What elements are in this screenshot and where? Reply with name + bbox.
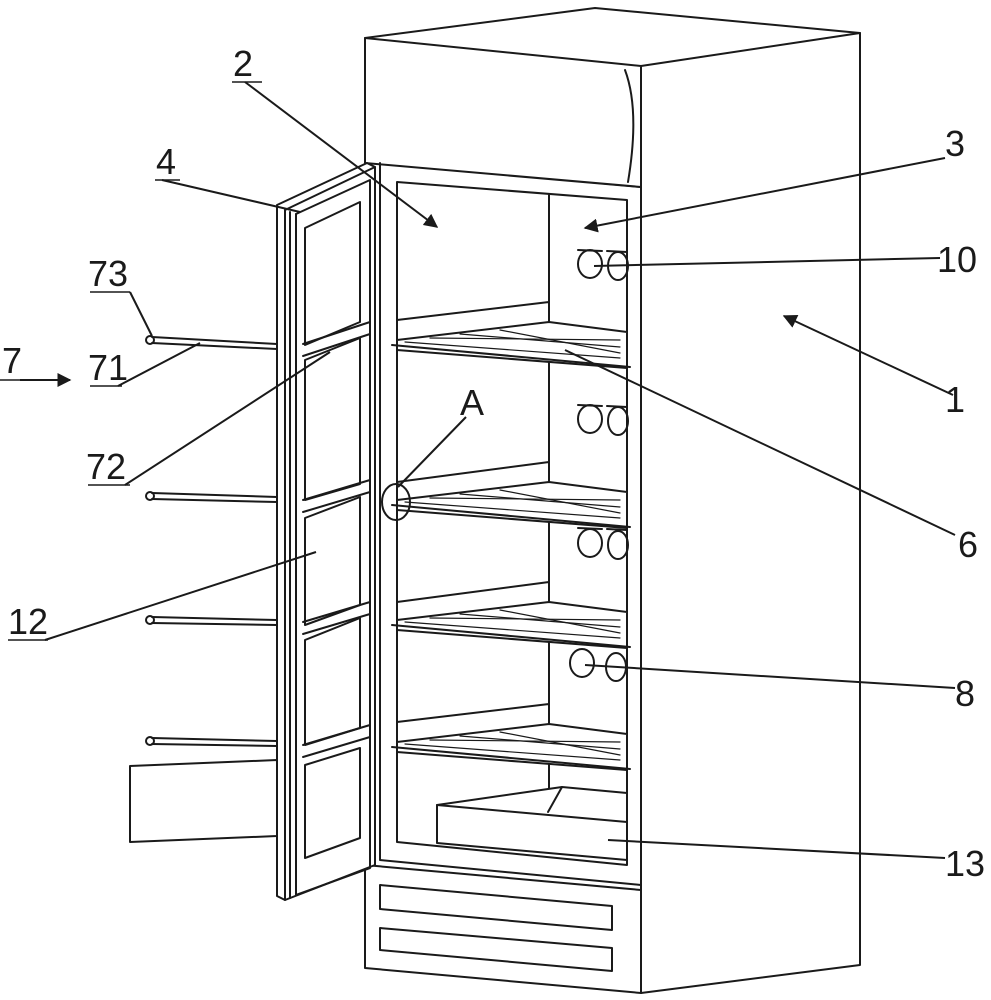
shelf-1: [391, 301, 631, 369]
leader-8: [584, 664, 956, 689]
leader-6: [564, 349, 956, 536]
shelves: [391, 301, 631, 771]
top-header-box: [364, 37, 642, 188]
door: [276, 162, 376, 901]
leader-71: [117, 342, 201, 387]
label-underlines: [0, 81, 262, 641]
leader-a: [397, 416, 467, 488]
fans: [569, 249, 629, 682]
label-10: 10: [937, 239, 977, 280]
label-a: A: [460, 382, 484, 423]
leader-2: [244, 81, 439, 228]
hanger-rods: [145, 335, 278, 747]
rod-4: [145, 736, 278, 747]
leader-73: [129, 291, 153, 337]
leader-13: [607, 839, 946, 859]
shelf-3: [391, 581, 631, 649]
shelf-2: [391, 461, 631, 529]
label-4: 4: [156, 141, 176, 182]
labels: 1 2 3 4 6 7 8 10 12 13 71 72 73 A: [2, 43, 985, 884]
leader-72: [124, 351, 331, 486]
detail-circle-a: [381, 483, 411, 521]
shelf-4: [391, 703, 631, 771]
label-1: 1: [945, 379, 965, 420]
label-13: 13: [945, 843, 985, 884]
label-2: 2: [233, 43, 253, 84]
bottom-tray: [436, 786, 628, 861]
fan-row-2: [577, 404, 629, 436]
rod-2: [145, 491, 278, 503]
label-71: 71: [88, 347, 128, 388]
leader-4: [161, 179, 301, 213]
rod-3: [145, 615, 278, 626]
leader-lines: [20, 81, 956, 859]
leader-10: [593, 257, 941, 267]
label-6: 6: [958, 524, 978, 565]
leader-12: [44, 551, 317, 641]
base-drawers: [364, 864, 642, 994]
label-73: 73: [88, 253, 128, 294]
label-3: 3: [945, 123, 965, 164]
leader-3: [583, 157, 946, 233]
label-8: 8: [955, 673, 975, 714]
fan-row-3: [577, 527, 629, 560]
bottom-hook-panel: [129, 759, 278, 843]
label-72: 72: [86, 446, 126, 487]
leader-1: [782, 314, 954, 396]
rod-1: [145, 335, 278, 350]
label-7: 7: [2, 340, 22, 381]
label-12: 12: [8, 601, 48, 642]
